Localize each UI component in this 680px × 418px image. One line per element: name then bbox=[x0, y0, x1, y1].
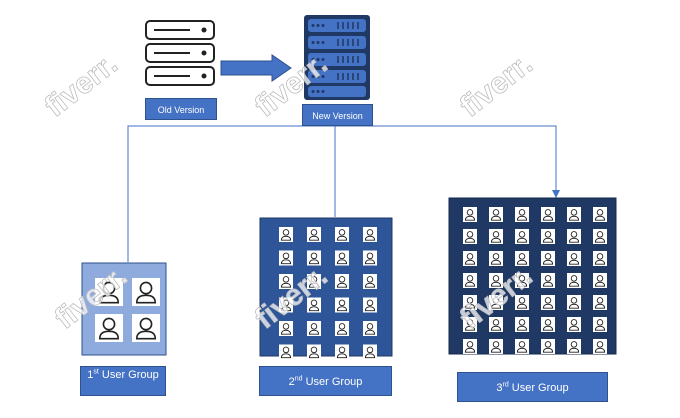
user-icon bbox=[279, 297, 293, 313]
user-icon bbox=[279, 321, 293, 336]
user-icon bbox=[363, 274, 377, 289]
user-icon bbox=[307, 344, 321, 360]
user-group-1-label: 1st User Group bbox=[80, 366, 166, 396]
user-icon bbox=[335, 250, 349, 266]
old-version-label: Old Version bbox=[145, 98, 217, 120]
user-icon bbox=[567, 339, 581, 354]
user-icon bbox=[463, 251, 477, 266]
user-icon bbox=[515, 229, 529, 244]
user-icon bbox=[279, 227, 293, 242]
user-group-1-users bbox=[95, 278, 160, 342]
user-icon bbox=[307, 297, 321, 313]
user-icon bbox=[307, 250, 321, 266]
user-icon bbox=[132, 278, 160, 306]
user-icon bbox=[335, 274, 349, 289]
user-icon bbox=[489, 229, 503, 244]
user-icon bbox=[541, 273, 555, 288]
user-icon bbox=[307, 274, 321, 289]
user-icon bbox=[567, 273, 581, 288]
new-server-icon bbox=[304, 15, 370, 100]
group-2-ordinal-suffix: nd bbox=[294, 375, 303, 383]
user-icon bbox=[541, 251, 555, 266]
user-icon bbox=[489, 273, 503, 288]
user-icon bbox=[463, 229, 477, 244]
user-icon bbox=[279, 274, 293, 289]
user-icon bbox=[593, 273, 607, 288]
user-icon bbox=[567, 251, 581, 266]
connector-lines bbox=[127, 125, 560, 262]
user-icon bbox=[307, 321, 321, 336]
user-icon bbox=[307, 227, 321, 242]
user-icon bbox=[567, 207, 581, 222]
watermark-text: fiverr. bbox=[39, 47, 124, 123]
group-1-text: User Group bbox=[101, 369, 159, 381]
user-icon bbox=[541, 317, 555, 332]
user-icon bbox=[593, 229, 607, 244]
user-icon bbox=[593, 339, 607, 354]
upgrade-arrow bbox=[220, 54, 292, 82]
user-group-3-label: 3rd User Group bbox=[457, 372, 608, 402]
user-icon bbox=[489, 339, 503, 354]
user-icon bbox=[515, 273, 529, 288]
group-3-text: User Group bbox=[511, 382, 569, 394]
user-icon bbox=[279, 344, 293, 360]
user-icon bbox=[363, 227, 377, 242]
user-icon bbox=[567, 229, 581, 244]
user-icon bbox=[463, 207, 477, 222]
user-icon bbox=[335, 227, 349, 242]
user-icon bbox=[463, 295, 477, 310]
group-2-ordinal: 2 bbox=[288, 376, 295, 388]
user-icon bbox=[95, 314, 123, 342]
group-3-ordinal-suffix: rd bbox=[502, 381, 509, 389]
watermark-text: fiverr. bbox=[454, 47, 539, 123]
user-icon bbox=[95, 278, 123, 306]
user-icon bbox=[593, 317, 607, 332]
user-icon bbox=[363, 321, 377, 336]
user-icon bbox=[335, 344, 349, 360]
new-version-label: New Version bbox=[302, 104, 373, 126]
user-icon bbox=[567, 295, 581, 310]
new-version-label-text: New Version bbox=[312, 111, 363, 121]
user-icon bbox=[335, 321, 349, 336]
user-icon bbox=[279, 250, 293, 266]
user-icon bbox=[489, 251, 503, 266]
user-icon bbox=[593, 207, 607, 222]
user-icon bbox=[363, 344, 377, 360]
group-1-ordinal: 1 bbox=[87, 369, 94, 381]
user-icon bbox=[363, 250, 377, 266]
user-icon bbox=[593, 251, 607, 266]
user-icon bbox=[515, 317, 529, 332]
user-icon bbox=[515, 207, 529, 222]
user-icon bbox=[132, 314, 160, 342]
user-icon bbox=[363, 297, 377, 313]
user-icon bbox=[593, 295, 607, 310]
user-icon bbox=[463, 273, 477, 288]
user-group-2-users bbox=[279, 227, 377, 360]
user-icon bbox=[515, 251, 529, 266]
user-group-2-label: 2nd User Group bbox=[259, 366, 392, 396]
group-2-text: User Group bbox=[305, 376, 363, 388]
user-icon bbox=[541, 339, 555, 354]
group-1-ordinal-suffix: st bbox=[93, 368, 99, 376]
old-server-icon bbox=[145, 20, 215, 86]
user-icon bbox=[515, 339, 529, 354]
user-icon bbox=[489, 317, 503, 332]
group-3-ordinal: 3 bbox=[496, 382, 503, 394]
user-icon bbox=[489, 207, 503, 222]
old-version-label-text: Old Version bbox=[157, 105, 205, 115]
user-icon bbox=[567, 317, 581, 332]
user-icon bbox=[463, 317, 477, 332]
user-icon bbox=[463, 339, 477, 354]
user-icon bbox=[541, 207, 555, 222]
user-icon bbox=[515, 295, 529, 310]
user-icon bbox=[335, 297, 349, 313]
user-group-3-users bbox=[463, 207, 607, 354]
user-icon bbox=[541, 295, 555, 310]
user-icon bbox=[541, 229, 555, 244]
user-icon bbox=[489, 295, 503, 310]
